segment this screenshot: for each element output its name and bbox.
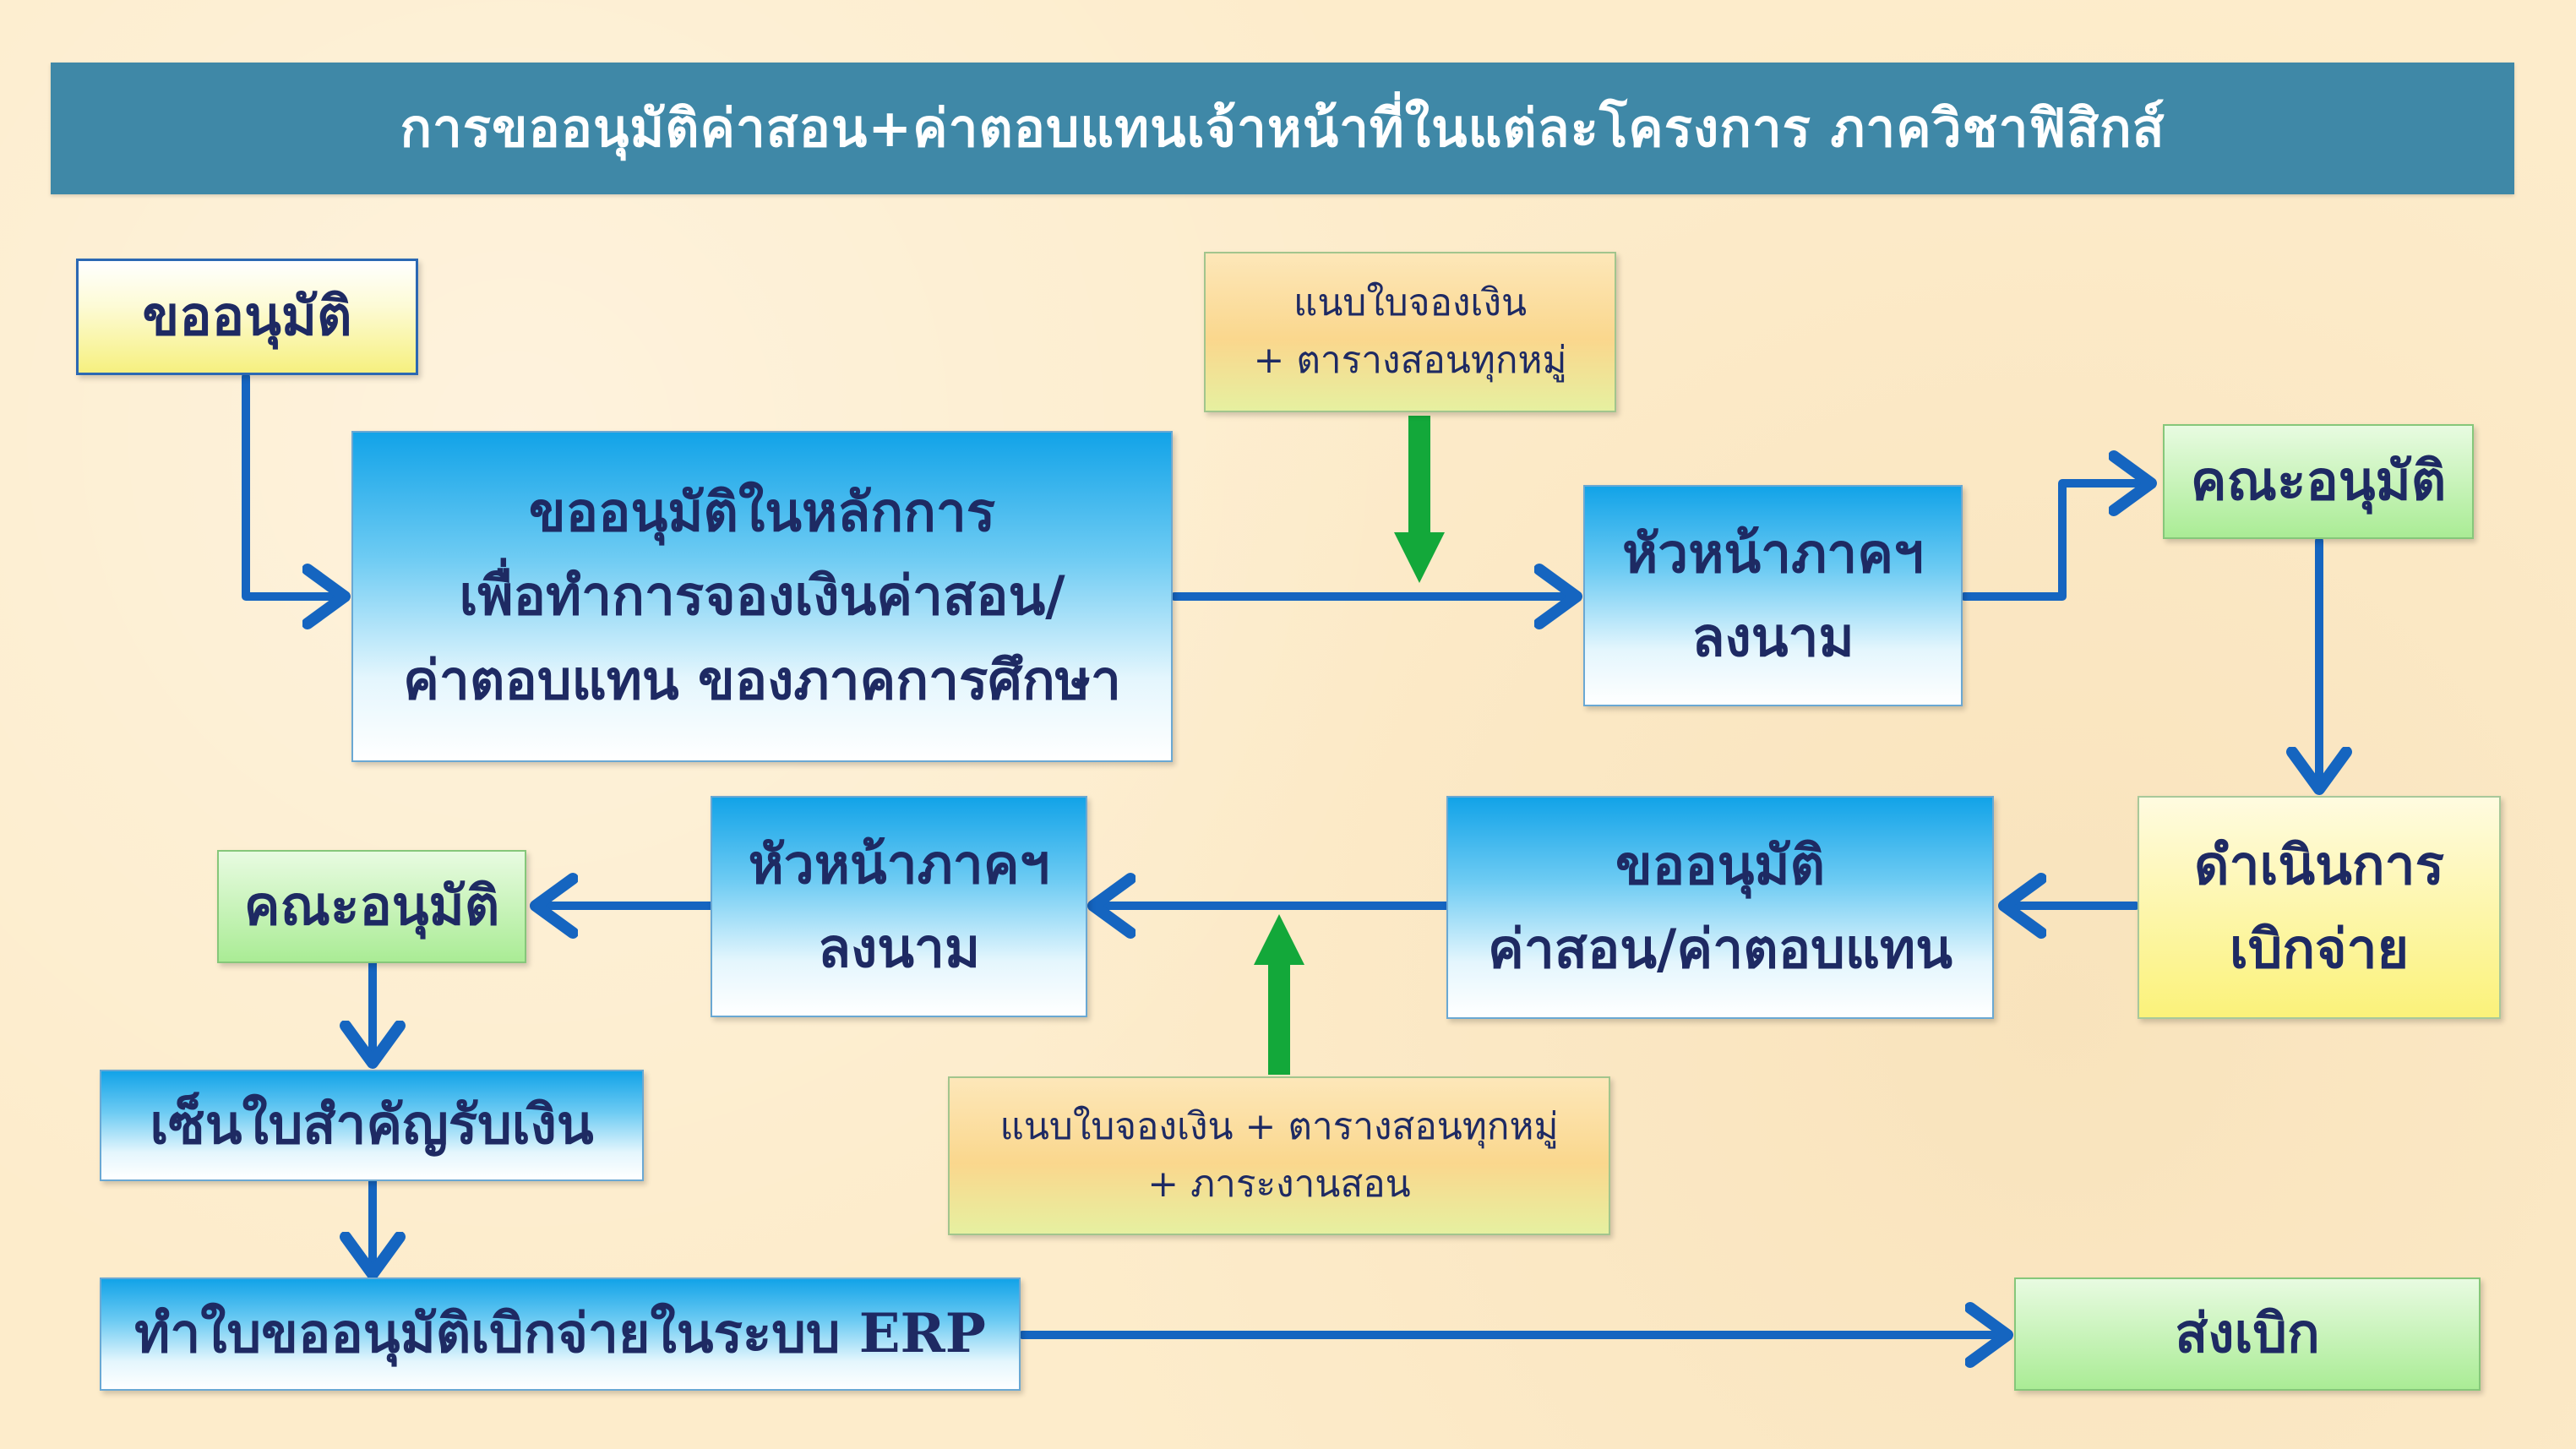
node-committee-top: คณะอนุมัติ bbox=[2163, 424, 2474, 539]
node-attach-top-line1: แนบใบจองเงิน bbox=[1293, 281, 1528, 324]
node-disburse-line1: ดำเนินการ bbox=[2194, 833, 2444, 897]
node-committee-top-label: คณะอนุมัติ bbox=[2190, 449, 2447, 514]
page-title: การขออนุมัติค่าสอน+ค่าตอบแทนเจ้าหน้าที่ใ… bbox=[51, 63, 2514, 194]
node-request-pay-line2: ค่าสอน/ค่าตอบแทน bbox=[1488, 918, 1952, 981]
node-attach-mid-line1: แนบใบจองเงิน + ตารางสอนทุกหมู่ bbox=[999, 1104, 1559, 1148]
node-submit: ส่งเบิก bbox=[2014, 1277, 2481, 1391]
node-attach-mid-line2: + ภาระงานสอน bbox=[1147, 1163, 1411, 1206]
node-committee-mid: คณะอนุมัติ bbox=[217, 850, 526, 963]
node-head-sign-top: หัวหน้าภาคฯ ลงนาม bbox=[1583, 485, 1963, 706]
node-request-pay: ขออนุมัติ ค่าสอน/ค่าตอบแทน bbox=[1446, 796, 1994, 1019]
node-erp: ทำใบขออนุมัติเบิกจ่ายในระบบ ERP bbox=[100, 1277, 1021, 1391]
node-head-sign-top-line1: หัวหน้าภาคฯ bbox=[1622, 521, 1924, 586]
node-attach-mid: แนบใบจองเงิน + ตารางสอนทุกหมู่ + ภาระงาน… bbox=[948, 1076, 1610, 1235]
node-head-sign-mid-line2: ลงนาม bbox=[817, 917, 981, 980]
node-request-pay-line1: ขออนุมัติ bbox=[1615, 833, 1826, 897]
node-disburse-line2: เบิกจ่าย bbox=[2229, 918, 2410, 981]
node-attach-top: แนบใบจองเงิน + ตารางสอนทุกหมู่ bbox=[1204, 252, 1616, 412]
node-principle-line2: เพื่อทำการจองเงินค่าสอน/ bbox=[459, 564, 1065, 629]
node-principle-line1: ขออนุมัติในหลักการ bbox=[528, 481, 996, 545]
arrow-head-sign-to-committee bbox=[1960, 483, 2151, 601]
node-request: ขออนุมัติ bbox=[76, 259, 418, 375]
node-committee-mid-label: คณะอนุมัติ bbox=[243, 874, 500, 939]
node-request-label: ขออนุมัติ bbox=[142, 285, 352, 349]
node-erp-label: ทำใบขออนุมัติเบิกจ่ายในระบบ ERP bbox=[134, 1302, 986, 1366]
node-sign-receipt-label: เซ็นใบสำคัญรับเงิน bbox=[150, 1093, 594, 1158]
node-attach-top-line2: + ตารางสอนทุกหมู่ bbox=[1253, 339, 1567, 382]
node-submit-label: ส่งเบิก bbox=[2175, 1302, 2320, 1366]
arrow-request-to-principle bbox=[242, 373, 345, 596]
node-sign-receipt: เซ็นใบสำคัญรับเงิน bbox=[100, 1070, 644, 1181]
node-disburse: ดำเนินการ เบิกจ่าย bbox=[2138, 796, 2501, 1019]
node-head-sign-mid-line1: หัวหน้าภาคฯ bbox=[748, 832, 1050, 896]
node-principle: ขออนุมัติในหลักการ เพื่อทำการจองเงินค่าส… bbox=[351, 431, 1173, 762]
node-principle-line3: ค่าตอบแทน ของภาคการศึกษา bbox=[403, 648, 1121, 712]
node-head-sign-mid: หัวหน้าภาคฯ ลงนาม bbox=[711, 796, 1087, 1017]
node-head-sign-top-line2: ลงนาม bbox=[1691, 606, 1854, 669]
